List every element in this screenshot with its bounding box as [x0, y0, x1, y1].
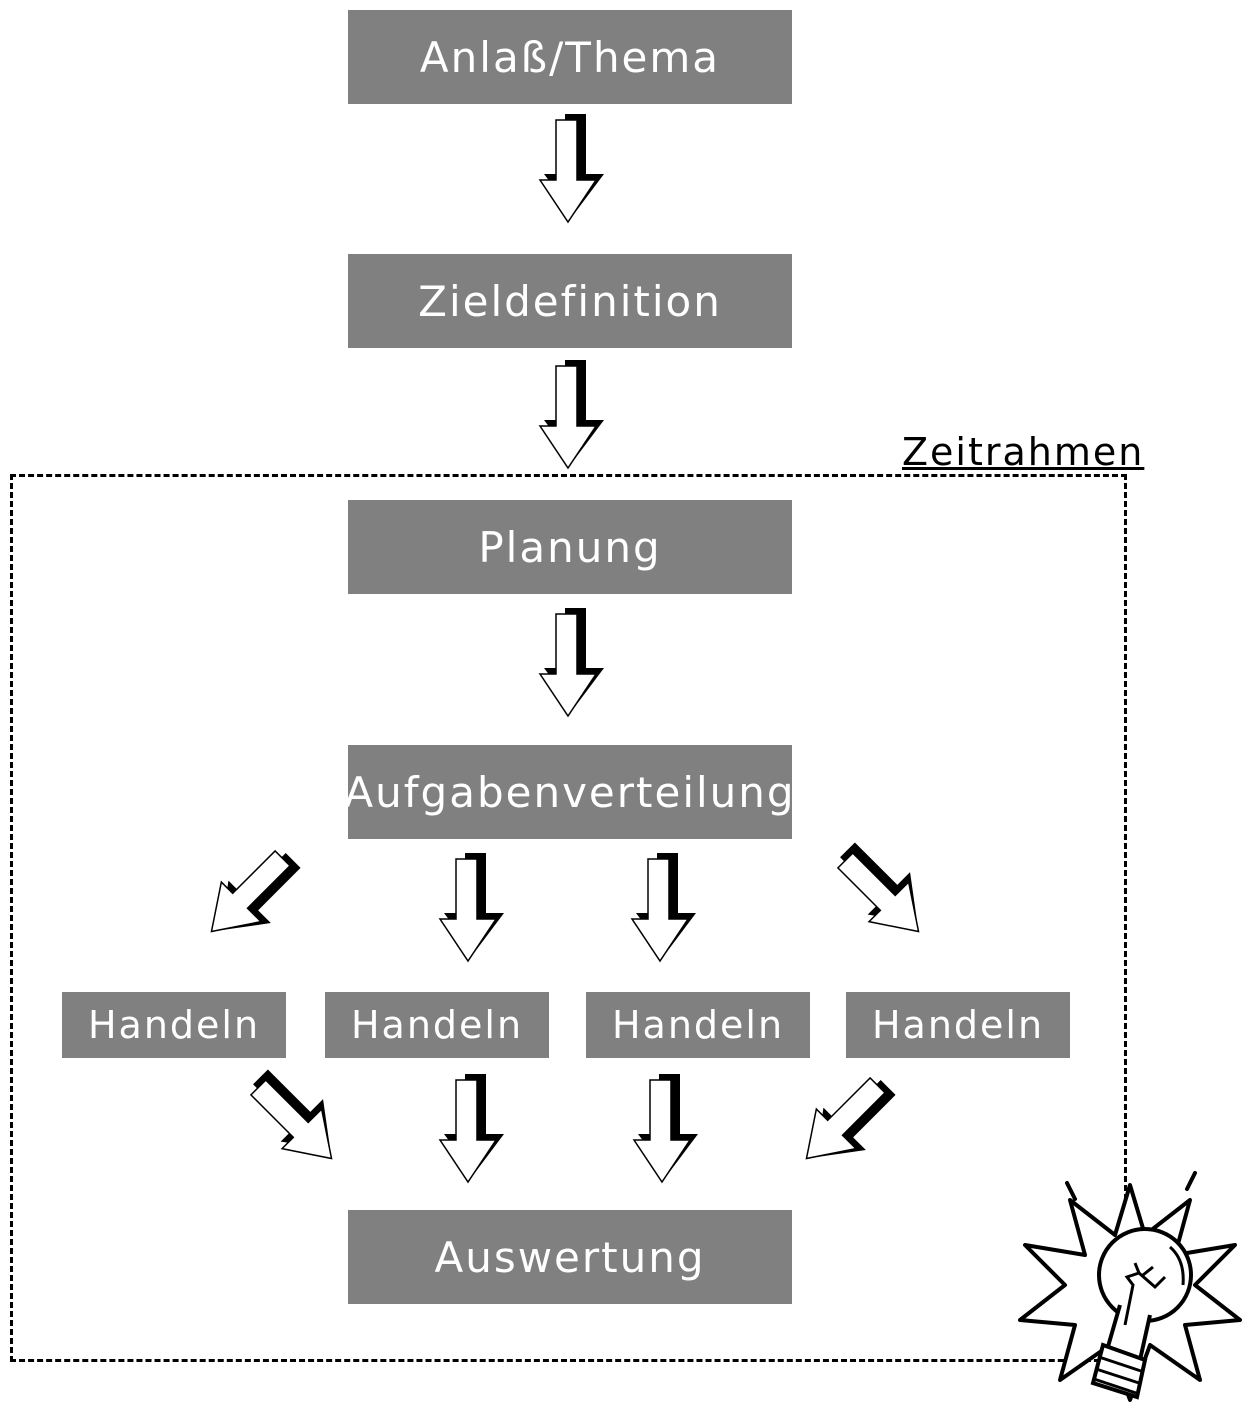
node-auswertung: Auswertung — [348, 1210, 792, 1304]
node-handeln-2: Handeln — [325, 992, 549, 1058]
arrow-diagonal-icon — [190, 834, 315, 958]
arrow-down-icon — [539, 113, 605, 223]
node-planung: Planung — [348, 500, 792, 594]
arrow-down-icon — [539, 359, 605, 469]
timeframe-label: Zeitrahmen — [900, 430, 1147, 474]
node-handeln-1: Handeln — [62, 992, 286, 1058]
arrow-down-icon — [539, 607, 605, 717]
node-handeln-4: Handeln — [846, 992, 1070, 1058]
arrow-down-icon — [439, 852, 505, 962]
arrow-down-icon — [633, 1073, 699, 1183]
arrow-diagonal-icon — [785, 1061, 910, 1185]
node-handeln-3: Handeln — [586, 992, 810, 1058]
lightbulb-icon — [1018, 1171, 1242, 1402]
arrow-diagonal-icon — [234, 1055, 358, 1180]
node-anlass: Anlaß/Thema — [348, 10, 792, 104]
timeframe-border — [10, 474, 1127, 1362]
arrow-diagonal-icon — [821, 828, 945, 953]
node-zieldefinition: Zieldefinition — [348, 254, 792, 348]
node-aufgabenverteilung: Aufgabenverteilung — [344, 745, 794, 839]
arrow-down-icon — [439, 1073, 505, 1183]
arrow-down-icon — [631, 852, 697, 962]
